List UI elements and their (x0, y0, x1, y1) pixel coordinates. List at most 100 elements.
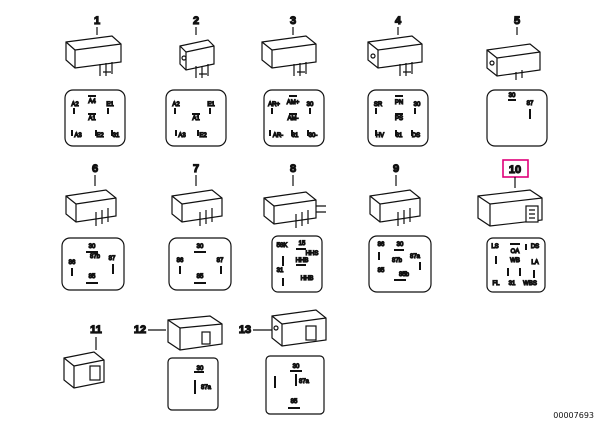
pin-label: DS (412, 133, 420, 139)
pin-label: 87a (201, 385, 212, 391)
pin-label: A2 (172, 102, 180, 108)
pin-label: WBS (523, 281, 537, 287)
pin-label: A3 (74, 133, 82, 139)
pin-label: 87 (527, 101, 534, 107)
item-number-1: 1 (94, 15, 100, 27)
relay-item-13[interactable]: 13 30 87a 85 (238, 309, 327, 415)
pin-diagram-9: 86 30 87a 85 87b 85b (368, 235, 432, 293)
pin-label: 31 (277, 268, 284, 274)
pin-label: DS (531, 244, 539, 250)
relay-item-1[interactable]: 1 A4 E1 A2 A1 A3 E2 31 (64, 14, 126, 147)
pin-label: HHB (301, 276, 314, 282)
pin-label: HV (376, 133, 384, 139)
relay-item-11[interactable]: 11 (63, 323, 105, 389)
pin-label: 30 (414, 102, 421, 108)
pin-label: 30- (309, 133, 318, 139)
pin-diagram-5: 30 87 (486, 89, 548, 147)
pin-label: PN (395, 100, 403, 106)
item-number-2: 2 (193, 15, 199, 27)
pin-label: 30 (197, 366, 204, 372)
pin-label: 30 (397, 242, 404, 248)
pin-label: HHS (306, 251, 319, 257)
pin-label: 87a (299, 379, 310, 385)
relay-item-6[interactable]: 6 30 86 87b 87 85 (61, 162, 125, 291)
pin-label: A3 (178, 133, 186, 139)
pin-label: AM- (288, 116, 299, 122)
pin-label: HHB (296, 258, 309, 264)
pin-label: AR+ (268, 102, 280, 108)
pin-label: AR- (273, 133, 283, 139)
pin-label: 85b (399, 272, 410, 278)
pin-diagram-13: 30 87a 85 (265, 355, 325, 415)
pin-label: 85 (89, 274, 96, 280)
relay-item-12[interactable]: 12 30 87a (133, 315, 223, 411)
relay-housing-9 (369, 189, 421, 226)
relay-housing-10 (477, 189, 543, 227)
relay-housing-3 (261, 35, 317, 76)
pin-label: 87 (109, 256, 116, 262)
pin-label: 86 (69, 260, 76, 266)
relay-item-9[interactable]: 9 86 30 87a 85 87b 85b (368, 162, 432, 293)
pin-label: 85 (378, 268, 385, 274)
pin-label: LS (491, 244, 498, 250)
pin-diagram-4: PN SR 30 PS HV 31 DS (367, 89, 429, 147)
pin-diagram-3: AM+ AR+ 30 AM- AR- 31 30- (263, 89, 325, 147)
relay-item-2[interactable]: 2 A2 E1 A1 A3 E2 (165, 14, 227, 147)
pin-label: 31 (396, 133, 403, 139)
pin-label: E1 (207, 102, 215, 108)
pin-label: AM+ (287, 100, 300, 106)
pin-label: SR (374, 102, 383, 108)
relay-housing-6 (65, 189, 117, 226)
item-number-10: 10 (509, 164, 521, 176)
relay-housing-7 (171, 189, 223, 226)
pin-diagram-7: 30 86 87 85 (168, 237, 232, 291)
relay-item-8[interactable]: 8 58K 15 HHS HHB 31 HHB (263, 162, 326, 293)
pin-diagram-10: LS DS OA WB LA FL 31 WBS (486, 237, 546, 293)
pin-label: 30 (307, 102, 314, 108)
pin-label: 30 (509, 93, 516, 99)
pin-label: 30 (89, 244, 96, 250)
relay-housing-2 (179, 39, 215, 78)
pin-label: A2 (71, 102, 79, 108)
pin-label: 30 (197, 244, 204, 250)
pin-label: 87a (410, 254, 421, 260)
pin-label: 85 (197, 274, 204, 280)
relay-housing-5 (486, 43, 541, 80)
item-number-4: 4 (395, 15, 402, 27)
pin-diagram-6: 30 86 87b 87 85 (61, 237, 125, 291)
item-number-11: 11 (90, 324, 102, 336)
relay-item-10[interactable]: 10 LS DS OA WB LA FL 31 WBS (477, 159, 546, 293)
pin-label: OA (511, 249, 520, 255)
pin-label: E1 (106, 102, 114, 108)
pin-label: FL (492, 281, 500, 287)
relay-item-7[interactable]: 7 30 86 87 85 (168, 162, 232, 291)
pin-diagram-1: A4 E1 A2 A1 A3 E2 31 (64, 89, 126, 147)
pin-label: 87b (392, 258, 403, 264)
item-number-13: 13 (239, 324, 251, 336)
pin-label: 58K (277, 243, 288, 249)
relay-housing-11 (63, 351, 105, 389)
pin-label: 31 (292, 133, 299, 139)
item-number-7: 7 (193, 163, 199, 175)
relay-item-3[interactable]: 3 AM+ AR+ 30 AM- AR- 31 30- (261, 14, 325, 147)
item-number-5: 5 (514, 15, 520, 27)
pin-label: 15 (299, 241, 306, 247)
pin-label: 86 (378, 242, 385, 248)
item-number-8: 8 (290, 163, 296, 175)
pin-label: 85 (291, 399, 298, 405)
pin-label: 30 (293, 364, 300, 370)
relay-housing-13 (271, 309, 327, 347)
relay-item-4[interactable]: 4 PN SR 30 PS HV 31 DS (367, 14, 429, 147)
pin-label: WB (510, 258, 520, 264)
pin-label: 31 (113, 133, 120, 139)
pin-label: E2 (96, 133, 104, 139)
pin-label: A1 (192, 116, 200, 122)
item-number-9: 9 (393, 163, 399, 175)
pin-label: 31 (509, 281, 516, 287)
pin-label: 86 (177, 258, 184, 264)
relay-item-5[interactable]: 5 30 87 (486, 14, 548, 147)
pin-diagram-12: 30 87a (167, 357, 219, 411)
pin-label: 87b (90, 254, 101, 260)
item-number-12: 12 (134, 324, 146, 336)
